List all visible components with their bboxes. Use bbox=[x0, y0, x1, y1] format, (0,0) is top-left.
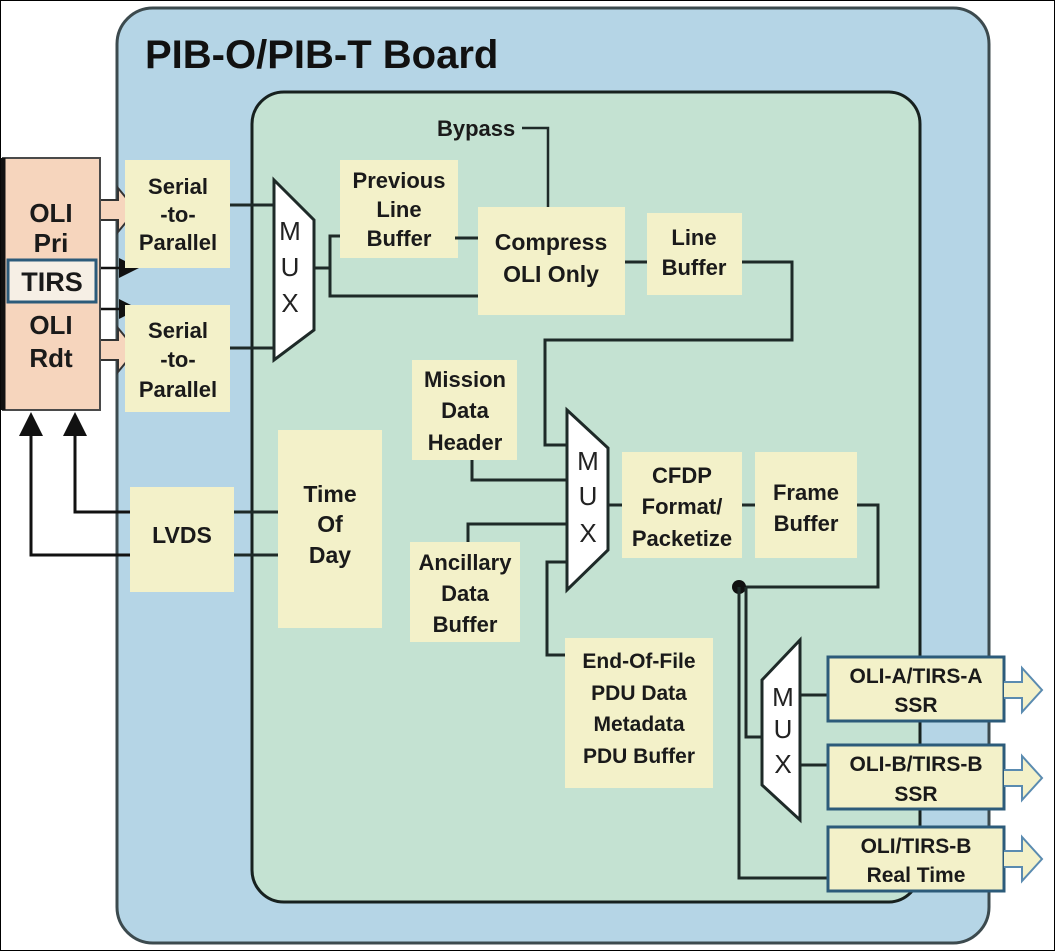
hollow-arrow-output-2 bbox=[1004, 753, 1044, 803]
block-text: PDU Buffer bbox=[583, 745, 695, 768]
block-text: Serial bbox=[148, 318, 208, 343]
eof-pdu-buffer-block: End-Of-File PDU Data Metadata PDU Buffer bbox=[565, 638, 713, 788]
block-text: OLI/TIRS-B bbox=[861, 835, 972, 858]
connector bbox=[737, 587, 835, 880]
frame-buffer-block: Frame Buffer bbox=[755, 452, 857, 558]
connector bbox=[543, 260, 794, 447]
mux-letter: U bbox=[774, 714, 793, 744]
block-text: -to- bbox=[160, 347, 195, 372]
mux-2: M U X bbox=[565, 406, 610, 594]
source-label-oli-rdt-1: OLI bbox=[29, 310, 72, 340]
block-text: Line bbox=[376, 197, 421, 222]
ancillary-data-buffer-block: Ancillary Data Buffer bbox=[410, 542, 520, 642]
block-text: Data bbox=[441, 398, 489, 423]
block-text: OLI-A/TIRS-A bbox=[850, 665, 983, 688]
block-text: Frame bbox=[773, 480, 839, 505]
source-label-tirs: TIRS bbox=[21, 267, 83, 297]
block-text: Real Time bbox=[867, 864, 966, 887]
mux-3: M U X bbox=[760, 636, 802, 824]
hollow-arrow-output-1 bbox=[1004, 665, 1044, 715]
board-title: PIB-O/PIB-T Board bbox=[145, 33, 498, 77]
previous-line-buffer-block: Previous Line Buffer bbox=[340, 160, 458, 258]
mux-letter: X bbox=[774, 749, 791, 779]
block-text: Packetize bbox=[632, 526, 732, 551]
hollow-arrow-output-3 bbox=[1004, 834, 1044, 884]
line-buffer-block: Line Buffer bbox=[647, 213, 742, 295]
block-text: Line bbox=[671, 225, 716, 250]
mux-letter: X bbox=[281, 288, 298, 318]
cfdp-block: CFDP Format/ Packetize bbox=[622, 452, 742, 558]
block-text: SSR bbox=[894, 783, 937, 806]
serial-to-parallel-block-2: Serial -to- Parallel bbox=[125, 305, 230, 412]
mux-letter: U bbox=[579, 481, 598, 511]
block-text: SSR bbox=[894, 694, 937, 717]
compress-block: Compress OLI Only bbox=[478, 207, 625, 315]
mux-letter: M bbox=[577, 446, 599, 476]
block-text: Previous bbox=[353, 168, 446, 193]
mux-letter: M bbox=[772, 682, 794, 712]
block-text: Buffer bbox=[662, 255, 727, 280]
block-text: OLI-B/TIRS-B bbox=[850, 753, 983, 776]
block-text: Metadata bbox=[593, 713, 684, 736]
output-block-oli-tirs-b-real-time: OLI/TIRS-B Real Time bbox=[826, 825, 1006, 893]
bypass-line bbox=[522, 126, 550, 207]
block-text: Buffer bbox=[774, 511, 839, 536]
lvds-block: LVDS bbox=[130, 487, 234, 592]
block-text: Serial bbox=[148, 174, 208, 199]
connector bbox=[744, 587, 762, 739]
block-text: Data bbox=[441, 581, 489, 606]
mux-letter: U bbox=[281, 252, 300, 282]
output-block-oli-b-tirs-b-ssr: OLI-B/TIRS-B SSR bbox=[826, 743, 1006, 811]
output-block-oli-a-tirs-a-ssr: OLI-A/TIRS-A SSR bbox=[826, 655, 1006, 723]
block-text: Buffer bbox=[433, 612, 498, 637]
block-text: CFDP bbox=[652, 463, 712, 488]
block-text: Buffer bbox=[367, 226, 432, 251]
mux-letter: X bbox=[579, 518, 596, 548]
block-text: Day bbox=[309, 542, 351, 568]
time-of-day-block: Time Of Day bbox=[278, 430, 382, 628]
source-label-oli-pri-1: OLI bbox=[29, 198, 72, 228]
source-block: OLI Pri TIRS OLI Rdt bbox=[0, 157, 101, 411]
mission-data-header-block: Mission Data Header bbox=[412, 360, 517, 460]
feedback-line-2 bbox=[19, 412, 130, 557]
connector bbox=[545, 560, 568, 657]
block-text: Parallel bbox=[139, 230, 217, 255]
connector bbox=[328, 268, 480, 298]
mux-1: M U X bbox=[272, 176, 316, 363]
block-text: Time bbox=[303, 481, 356, 507]
connector bbox=[738, 503, 880, 589]
tirs-box bbox=[6, 258, 98, 304]
block-text: Of bbox=[317, 511, 343, 537]
feedback-line-1 bbox=[63, 412, 130, 514]
block-text: OLI Only bbox=[503, 261, 599, 287]
mux-letter: M bbox=[279, 216, 301, 246]
block-text: Format/ bbox=[642, 494, 723, 519]
block-text: Parallel bbox=[139, 377, 217, 402]
block-text: PDU Data bbox=[591, 682, 687, 705]
block-text: Compress bbox=[495, 229, 607, 255]
bypass-label: Bypass bbox=[437, 116, 515, 141]
connector bbox=[466, 522, 568, 542]
block-text: LVDS bbox=[152, 522, 212, 548]
block-text: End-Of-File bbox=[582, 650, 695, 673]
connector bbox=[314, 234, 342, 270]
source-label-oli-pri-2: Pri bbox=[34, 228, 69, 258]
block-text: Mission bbox=[424, 367, 506, 392]
connector bbox=[470, 460, 568, 482]
block-text: Ancillary bbox=[419, 550, 513, 575]
block-text: Header bbox=[428, 430, 503, 455]
serial-to-parallel-block-1: Serial -to- Parallel bbox=[125, 160, 230, 268]
source-label-oli-rdt-2: Rdt bbox=[29, 343, 73, 373]
block-text: -to- bbox=[160, 202, 195, 227]
